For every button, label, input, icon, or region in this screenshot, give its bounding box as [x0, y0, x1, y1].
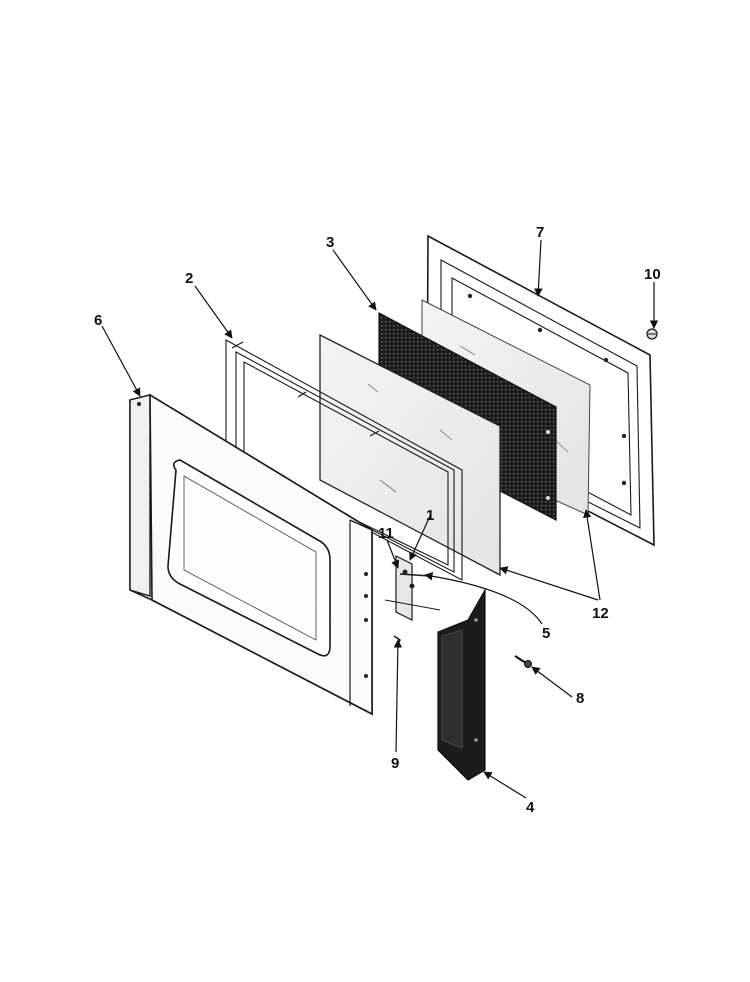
callout-9: 9: [391, 755, 399, 772]
leader-lines: [101, 239, 659, 799]
small-clip: [393, 635, 401, 645]
callout-3: 3: [326, 234, 334, 251]
callout-11: 11: [378, 525, 394, 542]
door-handle: [437, 587, 486, 781]
callout-8: 8: [576, 690, 584, 707]
callout-12: 12: [592, 605, 609, 622]
handle-screw: [514, 655, 532, 668]
callout-10: 10: [644, 266, 661, 283]
callout-4: 4: [526, 799, 535, 816]
callouts: 1 2 3 4 5 6 7 8 9 10 11 12: [94, 224, 661, 816]
latch-assembly: [384, 555, 441, 621]
callout-7: 7: [536, 224, 544, 241]
callout-5: 5: [542, 625, 550, 642]
callout-6: 6: [94, 312, 102, 329]
callout-1: 1: [426, 507, 434, 524]
panel-screw: [646, 328, 658, 340]
callout-2: 2: [185, 270, 193, 287]
middle-glass-panel: [319, 333, 501, 577]
inner-door-frame: [225, 339, 463, 581]
outer-door-frame: [129, 393, 373, 716]
